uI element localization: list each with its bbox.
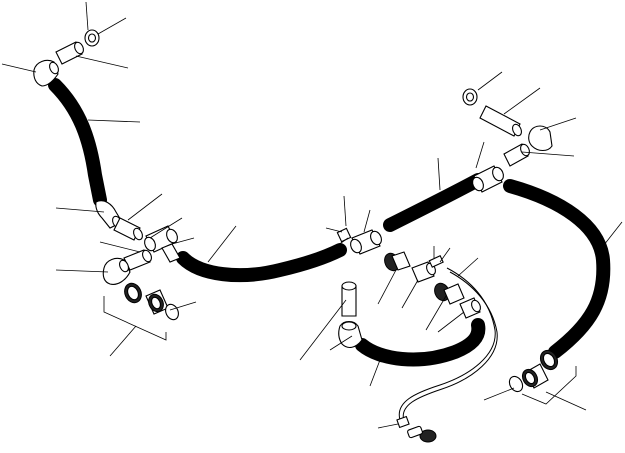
hose-bottom-middle: [355, 318, 486, 367]
fittings-center-right: [384, 251, 481, 319]
clamp-group-right: [508, 349, 559, 393]
hose-center-diagonal: [383, 173, 485, 232]
fittings-top-left: [33, 29, 100, 87]
clamp-group-left: [124, 282, 179, 321]
hose-right-arc: [503, 179, 611, 359]
hose-lower-middle: [176, 243, 347, 283]
connector-cap-icon: [419, 429, 437, 443]
fittings-top-right: [462, 88, 553, 193]
fittings-center: [336, 227, 382, 349]
sensor-cable: [396, 267, 498, 443]
leader-lines: [1, 1, 623, 429]
fittings-left-mid: [95, 200, 181, 285]
hose-left-vertical: [48, 78, 107, 207]
